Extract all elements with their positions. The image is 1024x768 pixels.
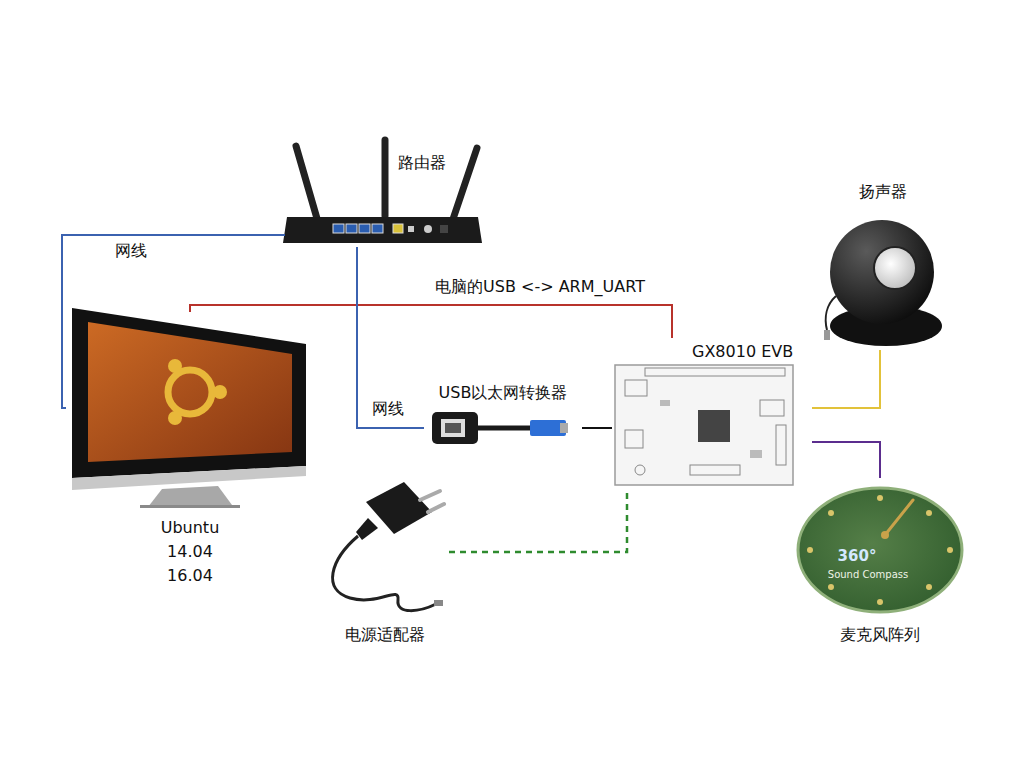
computer-illustration <box>72 466 306 490</box>
device-label: 路由器 <box>398 153 446 172</box>
router-illustration <box>333 224 344 233</box>
power-adapter-illustration <box>434 600 443 606</box>
power-cable <box>449 488 627 552</box>
computer-illustration <box>72 308 306 508</box>
computer-illustration <box>168 370 212 414</box>
router-illustration <box>382 140 389 216</box>
speaker-illustration <box>874 247 916 289</box>
mic-array-illustration <box>881 531 889 539</box>
computer-illustration <box>213 385 227 399</box>
evb-board-illustration <box>615 365 793 485</box>
router-illustration <box>359 224 370 233</box>
mic-array-illustration <box>807 547 813 553</box>
router-illustration <box>424 225 432 233</box>
router-illustration <box>440 225 448 233</box>
evb-board-node: GX8010 EVB <box>612 338 812 488</box>
computer-illustration <box>148 486 232 507</box>
computer-illustration <box>88 322 292 462</box>
computer-illustration <box>168 359 182 373</box>
usb-ethernet-adapter-illustration <box>560 423 568 433</box>
computer-illustration <box>72 308 306 478</box>
speaker-node: 扬声器 <box>811 178 954 350</box>
device-label: GX8010 EVB <box>692 342 793 361</box>
mic-array-illustration <box>877 599 883 605</box>
evb-board-illustration <box>635 465 645 475</box>
usb-ethernet-adapter-illustration <box>445 423 461 433</box>
mic-array-illustration <box>877 495 883 501</box>
evb-board-illustration <box>750 450 762 458</box>
device-label: 14.04 <box>66 542 314 561</box>
speaker-illustration <box>824 220 942 346</box>
evb-board-illustration <box>625 430 643 448</box>
usb-ethernet-adapter-illustration <box>441 419 465 437</box>
power-adapter-illustration <box>356 518 378 540</box>
mic-board-print: Sound Compass <box>828 569 908 580</box>
usb-ethernet-adapter-node: USB以太网转换器 <box>424 382 582 448</box>
mic-array-illustration <box>828 510 834 516</box>
evb-board-illustration <box>690 465 740 475</box>
evb-board-illustration <box>660 400 670 406</box>
router-illustration <box>283 217 482 243</box>
evb-board-illustration <box>698 410 730 442</box>
computer-illustration <box>140 505 240 508</box>
connection-label: 电脑的USB <-> ARM_UART <box>432 277 648 296</box>
mic-array-illustration <box>798 488 962 612</box>
speaker-illustration <box>830 220 934 324</box>
router-illustration <box>452 148 477 222</box>
power-adapter-illustration <box>333 536 436 611</box>
evb-board-illustration <box>625 380 647 396</box>
mic-array-illustration <box>926 584 932 590</box>
mic-array-illustration <box>926 510 932 516</box>
speaker-illustration <box>826 296 836 330</box>
device-label: 扬声器 <box>811 182 954 201</box>
power-adapter-illustration <box>333 482 444 611</box>
evb-board-illustration <box>645 368 785 376</box>
power-adapter-illustration <box>428 504 444 512</box>
network-cable <box>357 247 424 428</box>
router-node: 路由器 <box>285 135 485 247</box>
speaker-illustration <box>874 247 916 289</box>
mic-array-illustration <box>947 547 953 553</box>
mic-cable <box>812 442 880 478</box>
connection-label: 网线 <box>112 241 150 260</box>
network-cable <box>62 235 285 408</box>
router-illustration <box>408 226 414 232</box>
mic-board-print: 360° <box>838 548 877 565</box>
computer-illustration <box>168 411 182 425</box>
power-adapter-node: 电源适配器 <box>321 478 449 648</box>
power-adapter-illustration <box>420 491 440 500</box>
usb-cable <box>582 427 612 429</box>
evb-board-illustration <box>760 400 784 416</box>
connection-label: 网线 <box>369 399 407 418</box>
usb-ethernet-adapter-illustration <box>478 426 530 431</box>
mic-array-illustration <box>798 488 962 612</box>
usb-uart-cable <box>190 305 672 338</box>
device-label: 电源适配器 <box>321 625 449 644</box>
mic-array-node: 麦克风阵列 <box>791 478 969 648</box>
mic-array-illustration <box>885 500 913 535</box>
mic-array-illustration <box>828 584 834 590</box>
usb-ethernet-adapter-illustration <box>432 412 568 444</box>
device-label: USB以太网转换器 <box>424 383 582 402</box>
device-label: Ubuntu <box>66 518 314 537</box>
computer-node: Ubuntu 14.04 16.04 <box>66 312 314 590</box>
router-illustration <box>283 140 482 243</box>
evb-board-illustration <box>615 365 793 485</box>
router-illustration <box>393 224 403 233</box>
usb-ethernet-adapter-illustration <box>432 412 478 444</box>
evb-board-illustration <box>776 425 786 465</box>
audio-out-cable <box>812 350 880 408</box>
router-illustration <box>346 224 357 233</box>
speaker-illustration <box>824 330 830 340</box>
device-label: 麦克风阵列 <box>791 625 969 644</box>
device-label: 16.04 <box>66 566 314 585</box>
router-illustration <box>372 224 383 233</box>
router-illustration <box>296 146 318 222</box>
